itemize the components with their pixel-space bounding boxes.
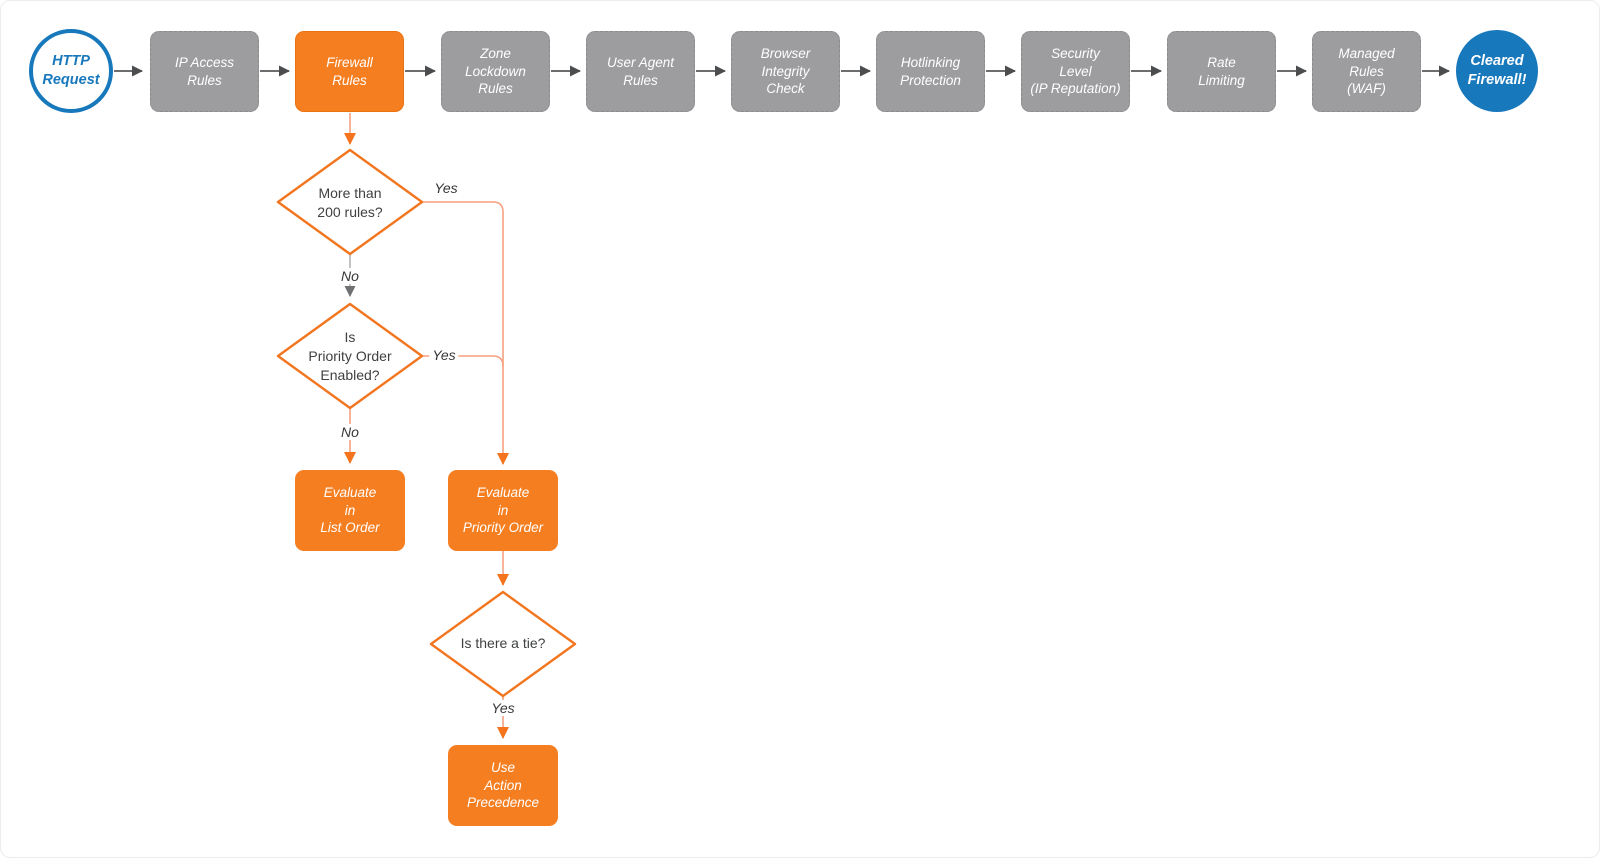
decision3-label: Is there a tie?: [460, 635, 546, 651]
edge-label-yes: Yes: [429, 347, 459, 363]
stage-firewall-rules: Firewall Rules: [295, 31, 404, 112]
process-use-action-precedence: Use Action Precedence: [448, 745, 558, 826]
end-node-label: Cleared Firewall!: [1467, 53, 1527, 88]
process-evaluate-in-list-order: Evaluate in List Order: [295, 470, 405, 551]
stage-label: Zone Lockdown Rules: [465, 46, 526, 97]
decision-is-there-a-tie: [429, 590, 577, 698]
process-label: Evaluate in Priority Order: [462, 485, 544, 536]
stage-user-agent-rules: User Agent Rules: [586, 31, 695, 112]
stage-managed-rules-waf: Managed Rules (WAF): [1312, 31, 1421, 112]
stage-security-level: Security Level (IP Reputation): [1021, 31, 1130, 112]
decision1-label: More than 200 rules?: [317, 185, 383, 220]
edge-label-yes: Yes: [431, 180, 461, 196]
start-node-label: HTTP Request: [42, 53, 100, 88]
stage-label: Hotlinking Protection: [900, 55, 961, 88]
stage-hotlinking-protection: Hotlinking Protection: [876, 31, 985, 112]
process-evaluate-in-priority-order: Evaluate in Priority Order: [448, 470, 558, 551]
connector-decision2-yes-join: [422, 355, 504, 367]
edge-label-yes: Yes: [488, 700, 518, 716]
connector-decision1-yes-to-priority: [422, 201, 509, 465]
edge-label-no: No: [338, 424, 362, 440]
stage-label: Firewall Rules: [326, 55, 373, 88]
stage-label: IP Access Rules: [174, 55, 235, 88]
decision2-label: Is Priority Order Enabled?: [308, 329, 392, 383]
stage-ip-access-rules: IP Access Rules: [150, 31, 259, 112]
stage-label: Rate Limiting: [1198, 55, 1245, 88]
decision-priority-order-enabled: [276, 302, 424, 410]
process-label: Use Action Precedence: [466, 760, 540, 811]
stage-label: Security Level (IP Reputation): [1030, 46, 1121, 97]
stage-label: Browser Integrity Check: [760, 46, 811, 97]
stage-label: User Agent Rules: [606, 55, 675, 88]
stage-browser-integrity-check: Browser Integrity Check: [731, 31, 840, 112]
decision-more-than-200-rules: [276, 148, 424, 256]
decision-diamonds: [276, 148, 577, 698]
stage-label: Managed Rules (WAF): [1338, 46, 1395, 97]
start-node-http-request: HTTP Request: [29, 29, 113, 113]
end-node-cleared-firewall: Cleared Firewall!: [1456, 30, 1538, 112]
stage-rate-limiting: Rate Limiting: [1167, 31, 1276, 112]
process-label: Evaluate in List Order: [320, 485, 380, 536]
stage-zone-lockdown-rules: Zone Lockdown Rules: [441, 31, 550, 112]
edge-label-no: No: [338, 268, 362, 284]
